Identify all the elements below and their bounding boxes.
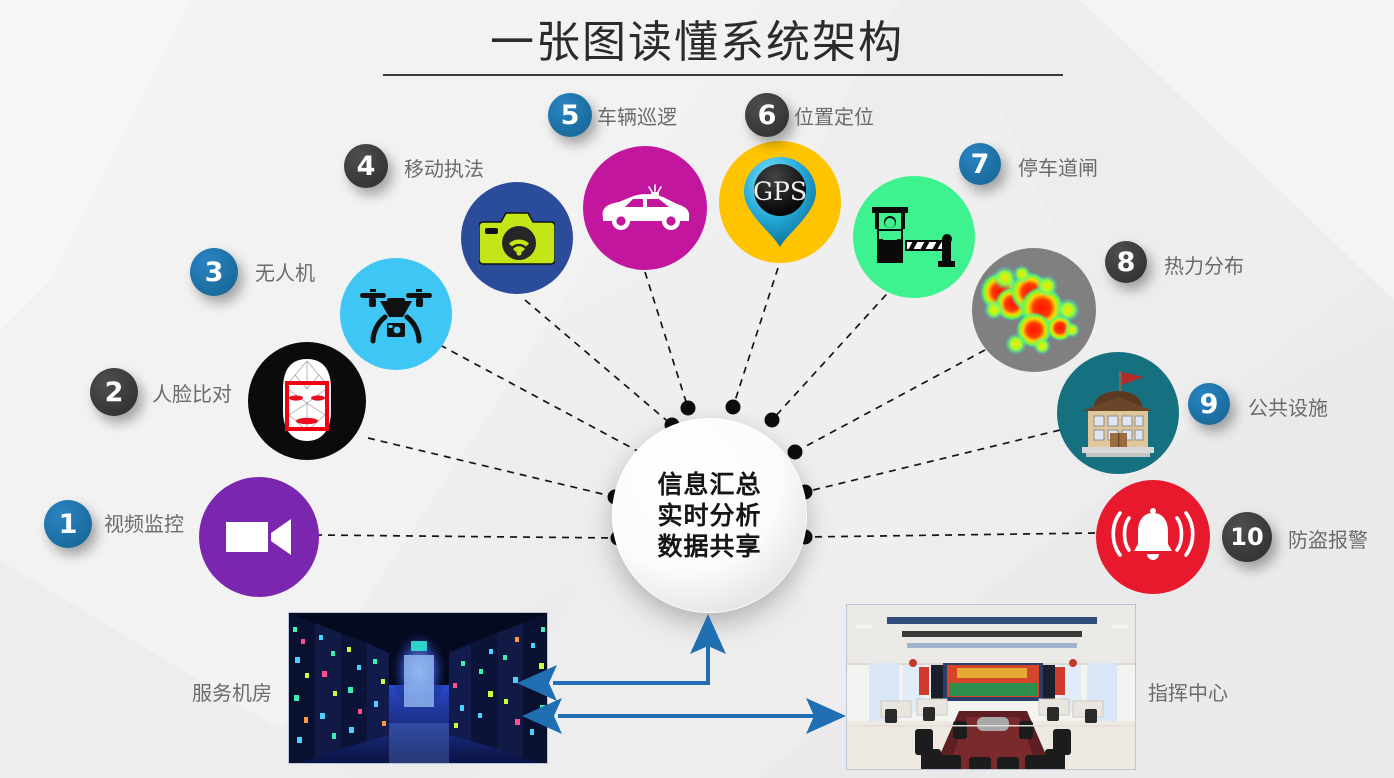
- hub-line-3: 数据共享: [657, 532, 762, 562]
- node-label-1: 视频监控: [104, 512, 184, 536]
- node-label-8: 热力分布: [1164, 254, 1244, 278]
- command-center-label: 指挥中心: [1148, 681, 1228, 705]
- node-icon-2-face-recognition-icon[interactable]: [248, 342, 366, 460]
- server-room-photo: [288, 612, 548, 764]
- node-label-6: 位置定位: [794, 105, 874, 129]
- node-badge-8[interactable]: 8: [1105, 241, 1147, 283]
- alarm-bell-icon: [1111, 508, 1195, 560]
- public-building-icon: [1082, 371, 1154, 457]
- face-recognition-icon: [283, 359, 331, 441]
- command-center-photo: [846, 604, 1136, 770]
- node-badge-9[interactable]: 9: [1188, 383, 1230, 425]
- video-camera-icon: [224, 519, 291, 555]
- node-badge-2[interactable]: 2: [90, 368, 138, 416]
- node-label-9: 公共设施: [1248, 396, 1328, 420]
- node-badge-6[interactable]: 6: [745, 93, 789, 137]
- central-hub: 信息汇总 实时分析 数据共享: [612, 418, 807, 613]
- node-label-5: 车辆巡逻: [597, 105, 677, 129]
- police-car-icon: [602, 184, 690, 230]
- node-icon-9-public-building-icon[interactable]: [1057, 352, 1179, 474]
- node-label-4: 移动执法: [404, 157, 484, 181]
- node-icon-3-drone-icon[interactable]: [340, 258, 452, 370]
- node-badge-1[interactable]: 1: [44, 500, 92, 548]
- server-room-image: [289, 613, 547, 763]
- command-center-image: [847, 605, 1135, 769]
- node-label-3: 无人机: [255, 261, 315, 285]
- node-badge-5[interactable]: 5: [548, 93, 592, 137]
- node-icon-4-wifi-camera-icon[interactable]: [461, 182, 573, 294]
- gps-pin-label: GPS: [753, 177, 807, 206]
- parking-barrier-icon: [872, 207, 955, 267]
- node-icon-6-gps-pin-icon[interactable]: GPS: [719, 141, 841, 263]
- node-icon-5-police-car-icon[interactable]: [583, 146, 707, 270]
- heatmap-icon: [980, 265, 1080, 355]
- page-title: 一张图读懂系统架构: [490, 17, 904, 68]
- gps-pin-icon: GPS: [744, 157, 816, 247]
- node-badge-10[interactable]: 10: [1222, 512, 1272, 562]
- wifi-camera-icon: [479, 212, 555, 265]
- hub-line-1: 信息汇总: [657, 469, 762, 499]
- node-icon-7-parking-barrier-icon[interactable]: [853, 176, 975, 298]
- hub-line-2: 实时分析: [657, 500, 762, 530]
- drone-icon: [360, 289, 432, 344]
- node-icon-8-heatmap-icon[interactable]: [972, 248, 1096, 372]
- title-underline: [383, 74, 1063, 76]
- node-label-10: 防盗报警: [1288, 528, 1368, 552]
- node-badge-7[interactable]: 7: [959, 143, 1001, 185]
- node-label-7: 停车道闸: [1018, 156, 1098, 180]
- node-icon-10-alarm-bell-icon[interactable]: [1096, 480, 1210, 594]
- node-label-2: 人脸比对: [152, 382, 232, 406]
- server-room-label: 服务机房: [192, 681, 272, 705]
- node-badge-3[interactable]: 3: [190, 248, 238, 296]
- node-badge-4[interactable]: 4: [344, 144, 388, 188]
- node-icon-1-video-camera-icon[interactable]: [199, 477, 319, 597]
